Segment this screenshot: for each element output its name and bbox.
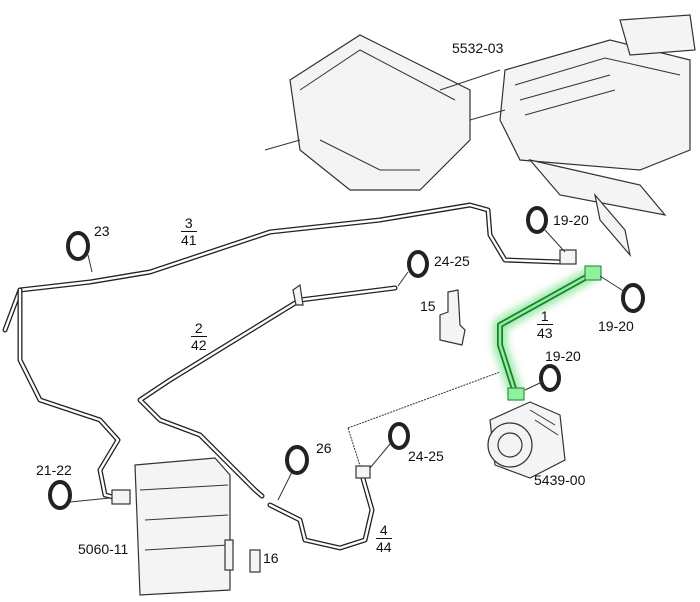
- pipe-4-number: 4: [376, 522, 392, 539]
- pipe-2-ref: 42: [191, 337, 207, 353]
- o-ring-26[interactable]: [285, 445, 309, 475]
- pipe-1-drawing[interactable]: [493, 265, 602, 401]
- bracket-15-drawing[interactable]: [439, 289, 466, 346]
- pipe-4-ref: 44: [376, 539, 392, 555]
- label-o-ring-19-20-lower[interactable]: 19-20: [545, 348, 581, 364]
- label-hvac-unit[interactable]: 5532-03: [452, 40, 504, 56]
- label-part-16[interactable]: 16: [263, 550, 279, 566]
- label-o-ring-26[interactable]: 26: [316, 440, 332, 456]
- label-condenser[interactable]: 5060-11: [78, 541, 129, 557]
- label-pipe-4[interactable]: 4 44: [376, 522, 392, 555]
- label-o-ring-23[interactable]: 23: [94, 223, 110, 239]
- label-o-ring-21-22[interactable]: 21-22: [36, 462, 72, 478]
- label-pipe-1[interactable]: 1 43: [537, 308, 553, 341]
- o-ring-24-25-top[interactable]: [407, 250, 429, 278]
- pipe-1-number: 1: [537, 308, 553, 325]
- label-pipe-3[interactable]: 3 41: [181, 215, 197, 248]
- compressor-drawing[interactable]: [487, 401, 566, 479]
- condenser-drawing[interactable]: [134, 457, 261, 596]
- label-pipe-2[interactable]: 2 42: [191, 320, 207, 353]
- pipe-3-ref: 41: [181, 232, 197, 248]
- o-ring-19-20-lower[interactable]: [539, 364, 561, 392]
- o-ring-21-22[interactable]: [48, 480, 72, 510]
- o-ring-19-20-top[interactable]: [526, 206, 548, 234]
- label-o-ring-24-25-lower[interactable]: 24-25: [408, 448, 444, 464]
- label-o-ring-19-20-top[interactable]: 19-20: [553, 212, 589, 228]
- label-o-ring-19-20-right[interactable]: 19-20: [598, 318, 634, 334]
- o-ring-23[interactable]: [66, 231, 90, 261]
- label-bracket-15[interactable]: 15: [420, 298, 436, 314]
- o-ring-24-25-lower[interactable]: [388, 422, 410, 450]
- pipe-1-ref: 43: [537, 325, 553, 341]
- label-compressor[interactable]: 5439-00: [534, 472, 586, 488]
- pipe-3-drawing[interactable]: [2, 202, 577, 505]
- label-o-ring-24-25-top[interactable]: 24-25: [434, 253, 470, 269]
- pipe-3-number: 3: [181, 215, 197, 232]
- pipe-4-drawing[interactable]: [267, 371, 501, 551]
- o-ring-19-20-right[interactable]: [621, 283, 645, 313]
- pipe-2-drawing[interactable]: [137, 283, 398, 499]
- o-rings: [48, 206, 645, 510]
- pipe-2-number: 2: [191, 320, 207, 337]
- hvac-unit-drawing[interactable]: [264, 14, 696, 258]
